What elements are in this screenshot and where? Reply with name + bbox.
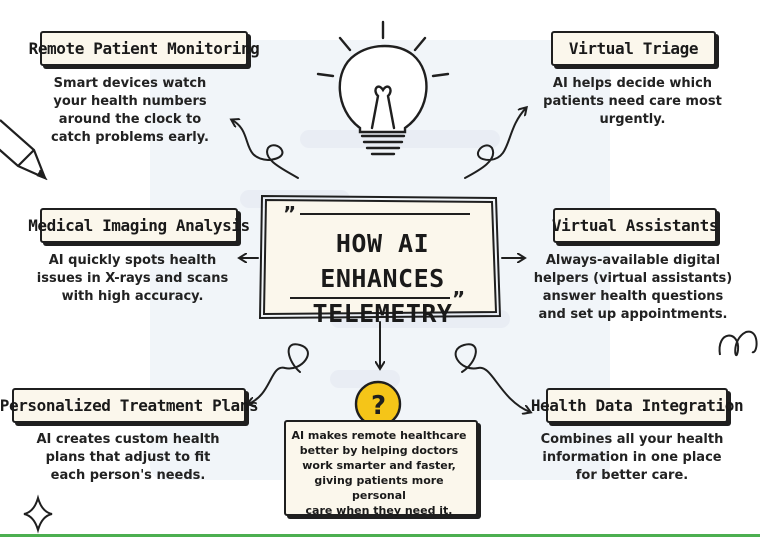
node-title-text: Personalized Treatment Plans [0,396,259,415]
desc-line: AI quickly spots health [48,253,217,268]
summary-line: AI makes remote healthcare [291,429,467,442]
summary-line: better by helping doctors [299,444,459,457]
node-title-imaging-analysis: Medical Imaging Analysis [28,208,250,243]
center-title-line: TELEMETRY [312,299,453,328]
node-title-data-integration: Health Data Integration [531,388,744,423]
connector-arrow [464,108,526,179]
squiggle-decoration [718,330,758,357]
desc-line: plans that adjust to fit [45,450,211,465]
bottom-accent-bar [0,534,760,537]
connector-arrow [232,120,299,179]
desc-line: for better care. [575,468,689,483]
desc-line: Combines all your health [540,432,724,447]
node-title-text: Virtual Assistants [551,216,719,235]
node-title-virtual-triage: Virtual Triage [551,31,716,66]
node-title-text: Health Data Integration [530,396,744,415]
question-badge-mark: ? [371,391,386,421]
desc-line: each person's needs. [50,468,206,483]
node-title-treatment-plans: Personalized Treatment Plans [0,388,259,423]
desc-line: with high accuracy. [61,289,204,304]
background-panel [300,130,500,148]
center-title: HOW AI ENHANCES TELEMETRY [270,226,495,331]
quote-mark: ” [452,287,465,311]
summary-note-box [284,420,478,516]
desc-line: catch problems early. [51,130,209,145]
desc-line: Always-available digital [545,253,721,268]
desc-line: around the clock to [58,112,202,127]
pencil-icon [0,119,48,181]
desc-line: AI helps decide which [552,76,713,91]
sparkle-icon [23,494,53,534]
node-desc-virtual-triage: AI helps decide which patients need care… [535,75,730,129]
desc-line: your health numbers [53,94,207,109]
background-panel [330,310,510,328]
summary-line: work smarter and faster, [302,459,456,472]
connector-arrow [248,343,309,404]
desc-line: patients need care most [543,94,722,109]
node-title-text: Medical Imaging Analysis [28,216,250,235]
quote-mark: ” [283,202,296,226]
node-desc-imaging-analysis: AI quickly spots health issues in X-rays… [30,252,235,306]
desc-line: helpers (virtual assistants) [533,271,733,286]
desc-line: AI creates custom health [36,432,220,447]
summary-line: care when they need it. [305,504,453,517]
node-desc-remote-monitoring: Smart devices watch your health numbers … [30,75,230,147]
desc-line: Smart devices watch [53,76,207,91]
center-title-line: HOW AI ENHANCES [320,229,445,293]
node-desc-treatment-plans: AI creates custom health plans that adju… [28,431,228,485]
lightbulb-icon [316,20,450,156]
node-title-remote-monitoring: Remote Patient Monitoring [29,31,260,66]
node-desc-data-integration: Combines all your health information in … [532,431,732,485]
desc-line: information in one place [542,450,722,465]
desc-line: and set up appointments. [538,307,728,322]
node-title-text: Virtual Triage [568,39,699,58]
center-frame [258,194,502,320]
desc-line: urgently. [599,112,666,127]
connector-arrow [454,343,530,412]
desc-line: answer health questions [542,289,724,304]
node-desc-virtual-assistants: Always-available digital helpers (virtua… [533,252,733,324]
desc-line: issues in X-rays and scans [36,271,229,286]
node-title-text: Remote Patient Monitoring [28,39,260,58]
node-title-virtual-assistants: Virtual Assistants [551,208,719,243]
summary-note-text: AI makes remote healthcare better by hel… [286,428,472,518]
summary-line: giving patients more personal [314,474,444,502]
